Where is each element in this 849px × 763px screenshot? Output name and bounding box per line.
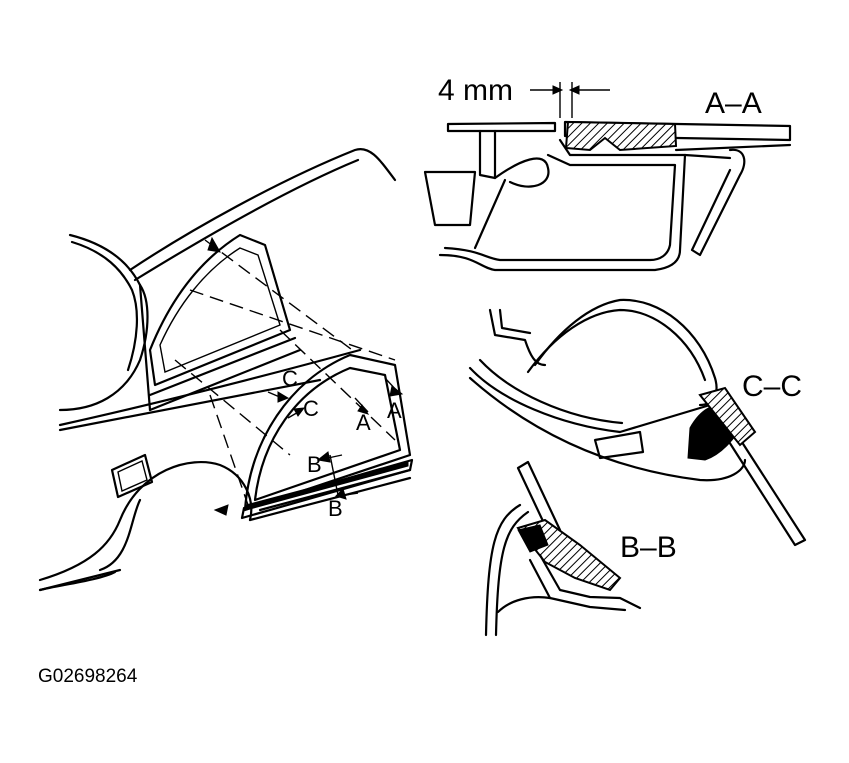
figure-code: G02698264 <box>38 666 138 687</box>
callout-a-top: A <box>387 398 402 423</box>
section-label-b-b: B–B <box>620 531 677 564</box>
section-b-b: B–B <box>484 460 677 637</box>
callout-a-bottom: A <box>356 410 371 435</box>
fuel-door <box>110 453 154 499</box>
callout-b-top: B <box>307 452 322 477</box>
quarter-window-assembly <box>240 353 414 520</box>
section-label-c-c: C–C <box>742 370 802 403</box>
car-quarter-view: C C A A B B <box>38 147 414 592</box>
callout-b-bottom: B <box>328 496 343 521</box>
callout-c-bottom: C <box>303 396 319 421</box>
gap-dimension-label: 4 mm <box>438 74 513 107</box>
section-c-c: C–C <box>468 298 807 547</box>
section-a-a: 4 mm A–A <box>423 74 792 272</box>
section-label-a-a: A–A <box>705 87 762 120</box>
section-markers <box>267 377 404 500</box>
callout-c-top: C <box>282 366 298 391</box>
